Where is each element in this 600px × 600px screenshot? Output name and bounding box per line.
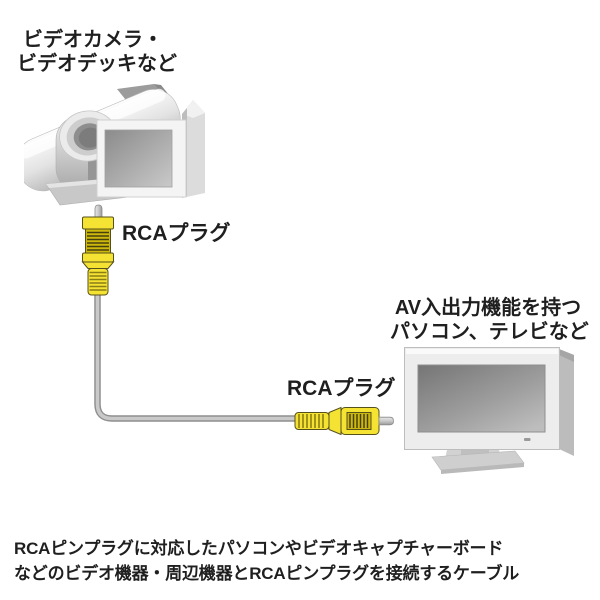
rca-plug-horizontal-icon <box>294 406 394 436</box>
caption-text: RCAピンプラグに対応したパソコンやビデオキャプチャーボード などのビデオ機器・… <box>14 536 519 586</box>
tv-monitor-icon <box>404 347 574 474</box>
rca-plug-vertical-icon <box>81 204 115 296</box>
caption-line2: などのビデオ機器・周辺機器とRCAピンプラグを接続するケーブル <box>14 564 520 583</box>
target-device-label-line2: パソコン、テレビなど <box>390 321 589 343</box>
source-device-label-line1: ビデオカメラ・ <box>23 29 163 51</box>
target-device-label-line1: AV入出力機能を持つ <box>394 297 582 319</box>
target-device-label: AV入出力機能を持つ パソコン、テレビなど <box>390 296 589 344</box>
rca-plug-bottom-label: RCAプラグ <box>287 377 396 400</box>
source-device-label-line2: ビデオデッキなど <box>17 53 177 75</box>
rca-plug-top-label: RCAプラグ <box>122 222 231 245</box>
video-camera-icon <box>24 84 205 206</box>
source-device-label: ビデオカメラ・ ビデオデッキなど <box>17 28 177 76</box>
caption-line1: RCAピンプラグに対応したパソコンやビデオキャプチャーボード <box>14 539 504 558</box>
